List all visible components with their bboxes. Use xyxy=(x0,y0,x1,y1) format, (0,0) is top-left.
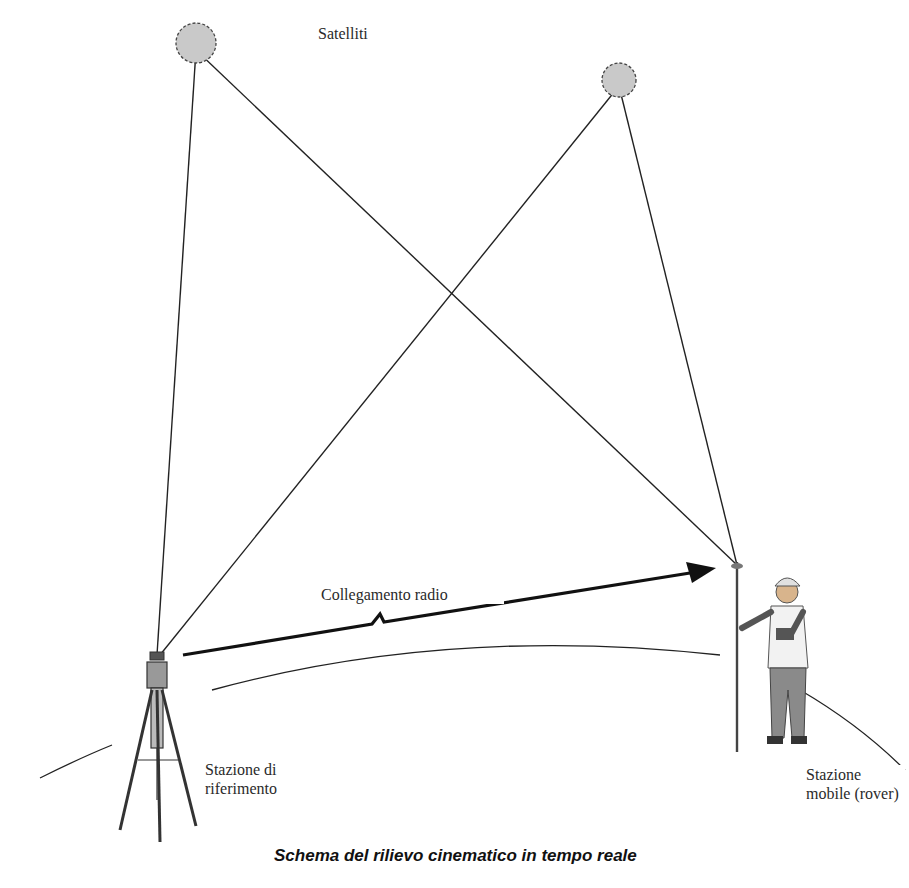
label-text: Stazione di riferimento xyxy=(202,760,308,798)
radio-link-arrow xyxy=(183,562,716,655)
earth-arc xyxy=(40,745,112,778)
signal-lines xyxy=(157,50,737,655)
earth-arc xyxy=(212,646,720,690)
reference-station-tripod xyxy=(120,652,196,842)
rover-surveyor xyxy=(731,562,808,752)
figure-caption: Schema del rilievo cinematico in tempo r… xyxy=(274,846,637,866)
satellite xyxy=(176,23,216,63)
label-text: Collegamento radio xyxy=(318,585,504,604)
label-text: Satelliti xyxy=(318,24,438,43)
satellite xyxy=(602,63,636,97)
earth-arc xyxy=(800,690,905,770)
label-text: Stazione mobile (rover) xyxy=(803,765,905,803)
